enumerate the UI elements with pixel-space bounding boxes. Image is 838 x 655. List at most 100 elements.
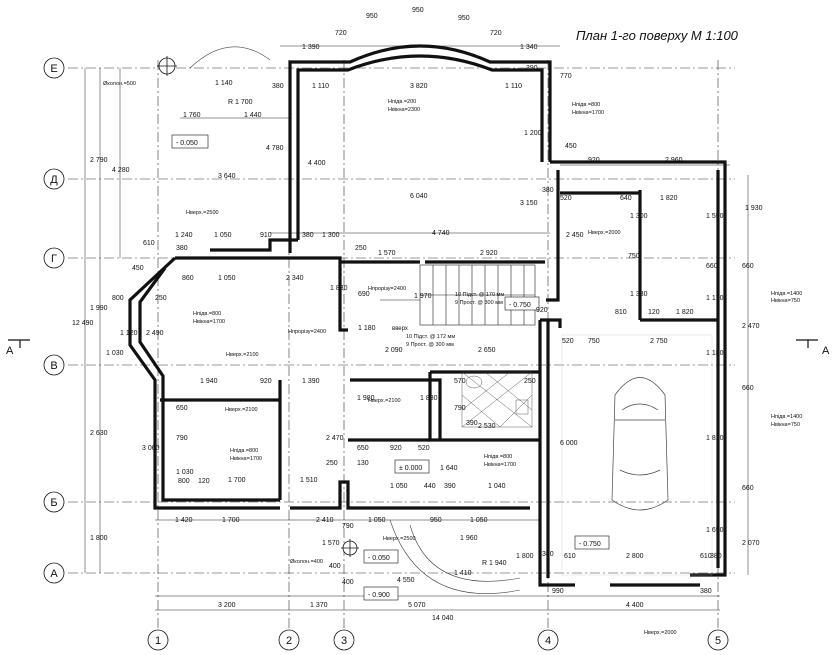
dimension-label: 2 340 bbox=[286, 275, 304, 282]
dimension-label: 790 bbox=[342, 523, 354, 530]
dimension-label: 1 110 bbox=[312, 83, 329, 90]
col-label-4: 4 bbox=[545, 635, 551, 647]
dimension-label: 1 700 bbox=[228, 477, 246, 484]
dimension-label: 3 060 bbox=[142, 445, 160, 452]
annotations: Øколон.=500 Øколон.=400 Hпідв.=200 Hвікн… bbox=[103, 81, 802, 636]
dimension-label: Hпідв.=800 bbox=[484, 454, 512, 460]
dimension-label: 3 820 bbox=[410, 83, 428, 90]
dimension-label: 4 400 bbox=[626, 602, 644, 609]
dimension-label: 380 bbox=[700, 588, 712, 595]
dimension-label: 4 280 bbox=[112, 167, 130, 174]
dimension-label: 1 390 bbox=[302, 378, 320, 385]
dimension-label: 380 bbox=[272, 83, 284, 90]
dimension-label: 1 050 bbox=[470, 517, 488, 524]
dimension-label: Hверх.=2000 bbox=[644, 630, 677, 636]
dimension-label: 660 bbox=[742, 263, 754, 270]
dimension-label: 520 bbox=[562, 338, 574, 345]
dimension-label: 1 040 bbox=[488, 483, 506, 490]
dimension-label: 1 800 bbox=[516, 553, 534, 560]
dimension-label: 1 030 bbox=[176, 469, 194, 476]
dimension-label: 9 Прост. @ 300 мм bbox=[406, 342, 454, 348]
dimension-label: 1 050 bbox=[214, 232, 232, 239]
dimension-label: Hпідв.=800 bbox=[230, 448, 258, 454]
dimension-label: Hпрорізу=2400 bbox=[368, 286, 406, 292]
level-3: ± 0.000 bbox=[399, 465, 422, 472]
dimension-label: 1 200 bbox=[524, 130, 542, 137]
dimension-label: 9 Прост. @ 300 мм bbox=[455, 300, 503, 306]
dimension-label: Hвікна=1700 bbox=[572, 110, 604, 116]
dimension-lines bbox=[84, 45, 749, 611]
dimension-label: 250 bbox=[326, 460, 338, 467]
dimension-label: R 1 940 bbox=[482, 560, 507, 567]
level-2: - 0.750 bbox=[509, 302, 531, 309]
dimension-label: 2 410 bbox=[316, 517, 334, 524]
dimension-label: 950 bbox=[412, 7, 424, 14]
dimension-label: 1 330 bbox=[630, 291, 648, 298]
dimension-label: 3 200 bbox=[218, 602, 236, 609]
dimension-label: 810 bbox=[615, 309, 627, 316]
dimension-label: 950 bbox=[430, 517, 442, 524]
dimension-label: 1 050 bbox=[368, 517, 386, 524]
dimension-label: 1 800 bbox=[90, 535, 108, 542]
level-1: - 0.050 bbox=[176, 140, 198, 147]
dimension-label: 450 bbox=[565, 143, 577, 150]
dimension-label: 1 640 bbox=[440, 465, 458, 472]
dimension-label: 920 bbox=[536, 307, 548, 314]
dimension-label: 400 bbox=[342, 579, 354, 586]
dimension-label: 790 bbox=[454, 405, 466, 412]
dimension-label: 380 bbox=[176, 245, 188, 252]
dimension-label: 1 180 bbox=[358, 325, 376, 332]
dimension-label: 2 650 bbox=[478, 347, 496, 354]
dimension-label: 1 370 bbox=[310, 602, 328, 609]
dimension-label: 450 bbox=[132, 265, 144, 272]
dimension-label: 640 bbox=[620, 195, 632, 202]
dimension-label: 1 970 bbox=[414, 293, 432, 300]
dimension-label: Hвікна=2300 bbox=[388, 107, 420, 113]
dimension-label: Hверх.=2100 bbox=[225, 407, 258, 413]
dimension-label: 6 040 bbox=[410, 193, 428, 200]
dimension-label: 12 490 bbox=[72, 320, 94, 327]
plan-title: План 1-го поверху М 1:100 bbox=[576, 28, 739, 43]
grid-lines bbox=[68, 60, 735, 628]
dimension-label: 1 820 bbox=[660, 195, 678, 202]
dimension-label: 4 550 bbox=[397, 577, 415, 584]
walls bbox=[128, 44, 727, 587]
dimension-label: 4 740 bbox=[432, 230, 450, 237]
dimension-label: Hверх.=2100 bbox=[226, 352, 259, 358]
porch-arcs bbox=[189, 46, 521, 594]
dimension-label: 1 930 bbox=[745, 205, 763, 212]
dimension-label: 2 790 bbox=[90, 157, 108, 164]
dimension-label: 1 050 bbox=[218, 275, 236, 282]
row-label-d: Д bbox=[50, 174, 58, 186]
dimension-label: 2 920 bbox=[480, 250, 498, 257]
dimension-label: 380 bbox=[542, 187, 554, 194]
dimension-label: Hпідв.=800 bbox=[193, 311, 221, 317]
col-label-1: 1 bbox=[155, 635, 161, 647]
dimension-label: 520 bbox=[418, 445, 430, 452]
dimension-label: 1 990 bbox=[90, 305, 108, 312]
dimension-label: Hпідв.=800 bbox=[572, 102, 600, 108]
dimension-label: 5 070 bbox=[408, 602, 426, 609]
dimension-label: 120 bbox=[198, 478, 210, 485]
row-label-g: Г bbox=[51, 253, 57, 265]
dimension-label: 860 bbox=[182, 275, 194, 282]
dimension-label: Hверх.=2000 bbox=[588, 230, 621, 236]
dimension-label: 1 300 bbox=[630, 213, 648, 220]
dimension-label: 1 880 bbox=[420, 395, 438, 402]
dimension-label: 2 450 bbox=[566, 232, 584, 239]
dimension-label: 660 bbox=[742, 485, 754, 492]
col-label-3: 3 bbox=[341, 635, 347, 647]
level-boxes bbox=[171, 134, 610, 601]
dimension-label: 1 980 bbox=[357, 395, 375, 402]
dimension-label: 1 110 bbox=[505, 83, 522, 90]
dimension-label: 1 340 bbox=[520, 44, 538, 51]
dimension-label: Hпідв.=200 bbox=[388, 99, 416, 105]
dimension-label: 2 750 bbox=[650, 338, 668, 345]
dimension-label: 1 570 bbox=[378, 250, 396, 257]
section-label-right: А bbox=[822, 345, 830, 357]
dimension-label: 1 300 bbox=[322, 232, 340, 239]
dimension-label: 390 bbox=[466, 420, 478, 427]
dimension-label: 2 630 bbox=[90, 430, 108, 437]
dimension-label: 610 bbox=[700, 553, 712, 560]
dimension-label: 800 bbox=[112, 295, 124, 302]
